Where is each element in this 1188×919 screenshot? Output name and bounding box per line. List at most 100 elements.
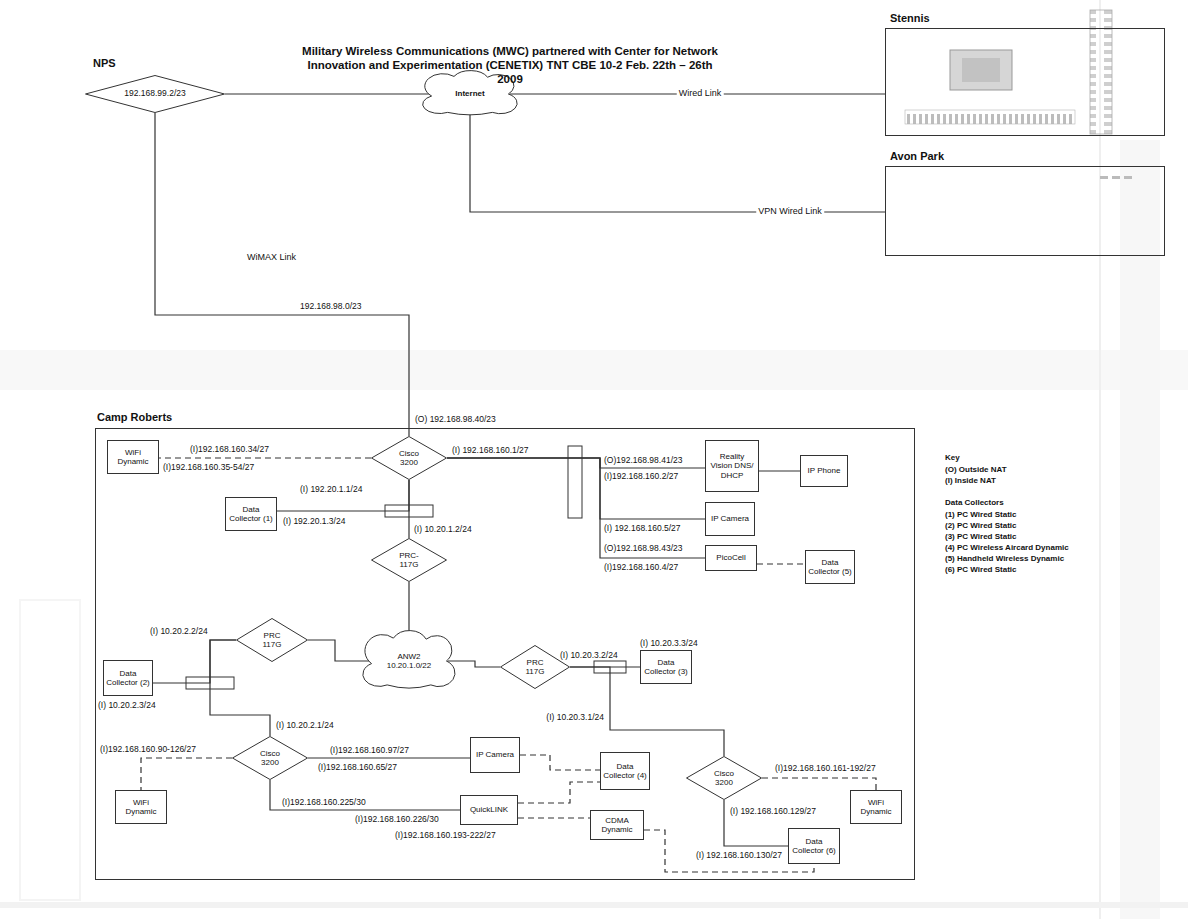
wireless-link — [520, 755, 600, 770]
device-box: IP Camera — [705, 502, 755, 536]
node-label: WiFi Dynamic — [110, 448, 156, 466]
device-box: WiFi Dynamic — [107, 440, 159, 474]
router-diamond: NPS192.168.99.2/23 — [85, 75, 225, 113]
ip-address-label: (I) 192.20.1.1/24 — [300, 484, 362, 495]
node-label: PicoCell — [716, 553, 745, 562]
node-text-holder: PicoCell — [716, 553, 745, 562]
node-label: PRC-117G — [390, 551, 428, 569]
address-label-holder: (2) PC Wired Static — [945, 520, 1017, 531]
node-label: PRC 117G — [518, 658, 553, 676]
key-entry: Key — [945, 452, 960, 463]
site-heading: Camp Roberts — [97, 411, 172, 423]
wired-link — [408, 582, 409, 635]
node-text-holder: IP Phone — [808, 466, 841, 475]
device-box: Data Collector (3) — [640, 650, 692, 684]
address-label-holder: (I) 10.20.2.1/24 — [276, 720, 334, 731]
title-holder: Military Wireless Communications (MWC) p… — [300, 44, 720, 86]
node-text-holder: Data Collector (6) — [791, 837, 837, 855]
device-box: IP Camera — [470, 737, 520, 773]
ip-address-label: (I)192.168.160.161-192/27 — [775, 763, 876, 774]
router-diamond: Cisco 3200 — [232, 736, 308, 780]
ip-address-label: (O)192.168.98.41/23 — [604, 455, 682, 466]
cloud-shape — [363, 631, 455, 688]
link-label-holder: WiMAX Link — [245, 252, 298, 263]
ip-address-label: (I)192.168.160.4/27 — [604, 562, 678, 573]
address-label-holder: (I)192.168.160.161-192/27 — [775, 763, 876, 774]
node-text-holder: Cisco 3200 — [251, 749, 289, 767]
diamond-shape — [86, 76, 225, 113]
node-text-holder: Data Collector (1) — [228, 505, 274, 523]
node-label: Data Collector (6) — [791, 837, 837, 855]
address-label-holder: (I) 10.20.2.2/24 — [150, 626, 208, 637]
router-diamond: Cisco 3200 — [371, 436, 447, 480]
node-text-holder: 192.168.99.2/23 — [124, 89, 185, 99]
link-label-holder: VPN Wired Link — [756, 206, 824, 217]
diamond-shape — [372, 437, 447, 480]
node-text-holder: Data Collector (5) — [808, 558, 852, 576]
key-entry: (I) Inside NAT — [945, 475, 996, 486]
address-label-holder: (I) 192.168.160.5/27 — [604, 523, 681, 534]
node-text-holder: Cisco 3200 — [390, 449, 428, 467]
address-label-holder: (I) 192.168.160.1/27 — [452, 445, 529, 456]
ip-address-label: (I)192.168.160.35-54/27 — [163, 462, 254, 473]
node-text-holder: QuickLINK — [470, 805, 508, 814]
wired-link — [470, 114, 885, 212]
address-label-holder: (I) Inside NAT — [945, 475, 996, 486]
heading-holder: Stennis — [890, 12, 930, 24]
wired-link — [448, 661, 500, 667]
address-label-holder: (I)192.168.160.226/30 — [355, 814, 439, 825]
heading-holder: NPS — [93, 57, 116, 69]
ip-address-label: (O) 192.168.98.40/23 — [415, 414, 496, 425]
router-diamond: Cisco 3200 — [686, 756, 762, 800]
key-entry: (6) PC Wired Static — [945, 564, 1017, 575]
cloud-shape — [423, 71, 517, 115]
ip-address-label: (I)192.168.160.226/30 — [355, 814, 439, 825]
address-label-holder: Data Collectors — [945, 497, 1004, 508]
network-switch — [186, 446, 626, 689]
node-text-holder: Cisco 3200 — [705, 769, 743, 787]
node-label: 192.168.99.2/23 — [124, 89, 185, 99]
node-label: ANW2 10.20.1.0/22 — [382, 652, 437, 670]
wireless-link — [757, 563, 805, 564]
node-label: Data Collector (2) — [106, 669, 150, 687]
node-text-holder: Internet — [455, 89, 484, 98]
wired-link — [408, 480, 409, 538]
address-label-holder: 192.168.98.0/23 — [300, 301, 361, 312]
node-label: CDMA Dynamic — [593, 816, 641, 834]
diagram-title: Military Wireless Communications (MWC) p… — [300, 44, 720, 86]
wired-link — [308, 640, 370, 661]
key-entry: Data Collectors — [945, 497, 1004, 508]
node-text-holder: ANW2 10.20.1.0/22 — [382, 652, 437, 670]
ip-address-label: (I) 192.168.160.129/27 — [730, 806, 816, 817]
address-label-holder: (I)192.168.160.225/30 — [282, 797, 366, 808]
device-box: QuickLINK — [460, 795, 518, 825]
diamond-shape — [237, 619, 308, 662]
node-label: Cisco 3200 — [705, 769, 743, 787]
site-heading: NPS — [93, 57, 116, 69]
node-text-holder: WiFi Dynamic — [110, 448, 156, 466]
node-label: QuickLINK — [470, 805, 508, 814]
link-label: VPN Wired Link — [756, 206, 824, 217]
node-label: Data Collector (5) — [808, 558, 852, 576]
router-diamond: PRC 117G — [500, 645, 570, 689]
heading-holder: Camp Roberts — [97, 411, 172, 423]
node-text-holder: IP Camera — [476, 750, 514, 759]
wired-link — [308, 757, 470, 758]
key-entry: (2) PC Wired Static — [945, 520, 1017, 531]
wireless-link — [159, 457, 371, 458]
address-label-holder: (6) PC Wired Static — [945, 564, 1017, 575]
address-label-holder: (I) 10.20.3.2/24 — [560, 650, 618, 661]
ip-address-label: (O)192.168.98.43/23 — [604, 543, 682, 554]
ip-address-label: (I) 10.20.2.3/24 — [98, 700, 156, 711]
router-diamond: PRC-117G — [371, 538, 447, 582]
ip-address-label: (I) 10.20.1.2/24 — [414, 524, 472, 535]
node-label: Data Collector (4) — [603, 762, 647, 780]
ip-address-label: (I)192.168.160.90-126/27 — [100, 744, 196, 755]
wireless-link — [518, 817, 590, 818]
node-label: Reality Vision DNS/ DHCP — [708, 452, 756, 480]
node-text-holder: WiFi Dynamic — [853, 798, 899, 816]
node-label: IP Phone — [808, 466, 841, 475]
key-entry: (1) PC Wired Static — [945, 509, 1017, 520]
